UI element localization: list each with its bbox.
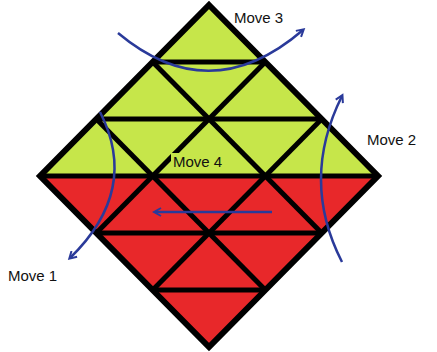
grid-lines	[40, 62, 378, 290]
green-half	[40, 5, 378, 176]
move-label: Move 3	[234, 9, 283, 26]
move-label: Move 2	[367, 131, 416, 148]
move-label: Move 4	[171, 153, 224, 170]
move-arrows	[70, 30, 342, 262]
face-outline	[40, 5, 378, 347]
red-half	[40, 176, 378, 347]
move-label: Move 1	[8, 267, 57, 284]
